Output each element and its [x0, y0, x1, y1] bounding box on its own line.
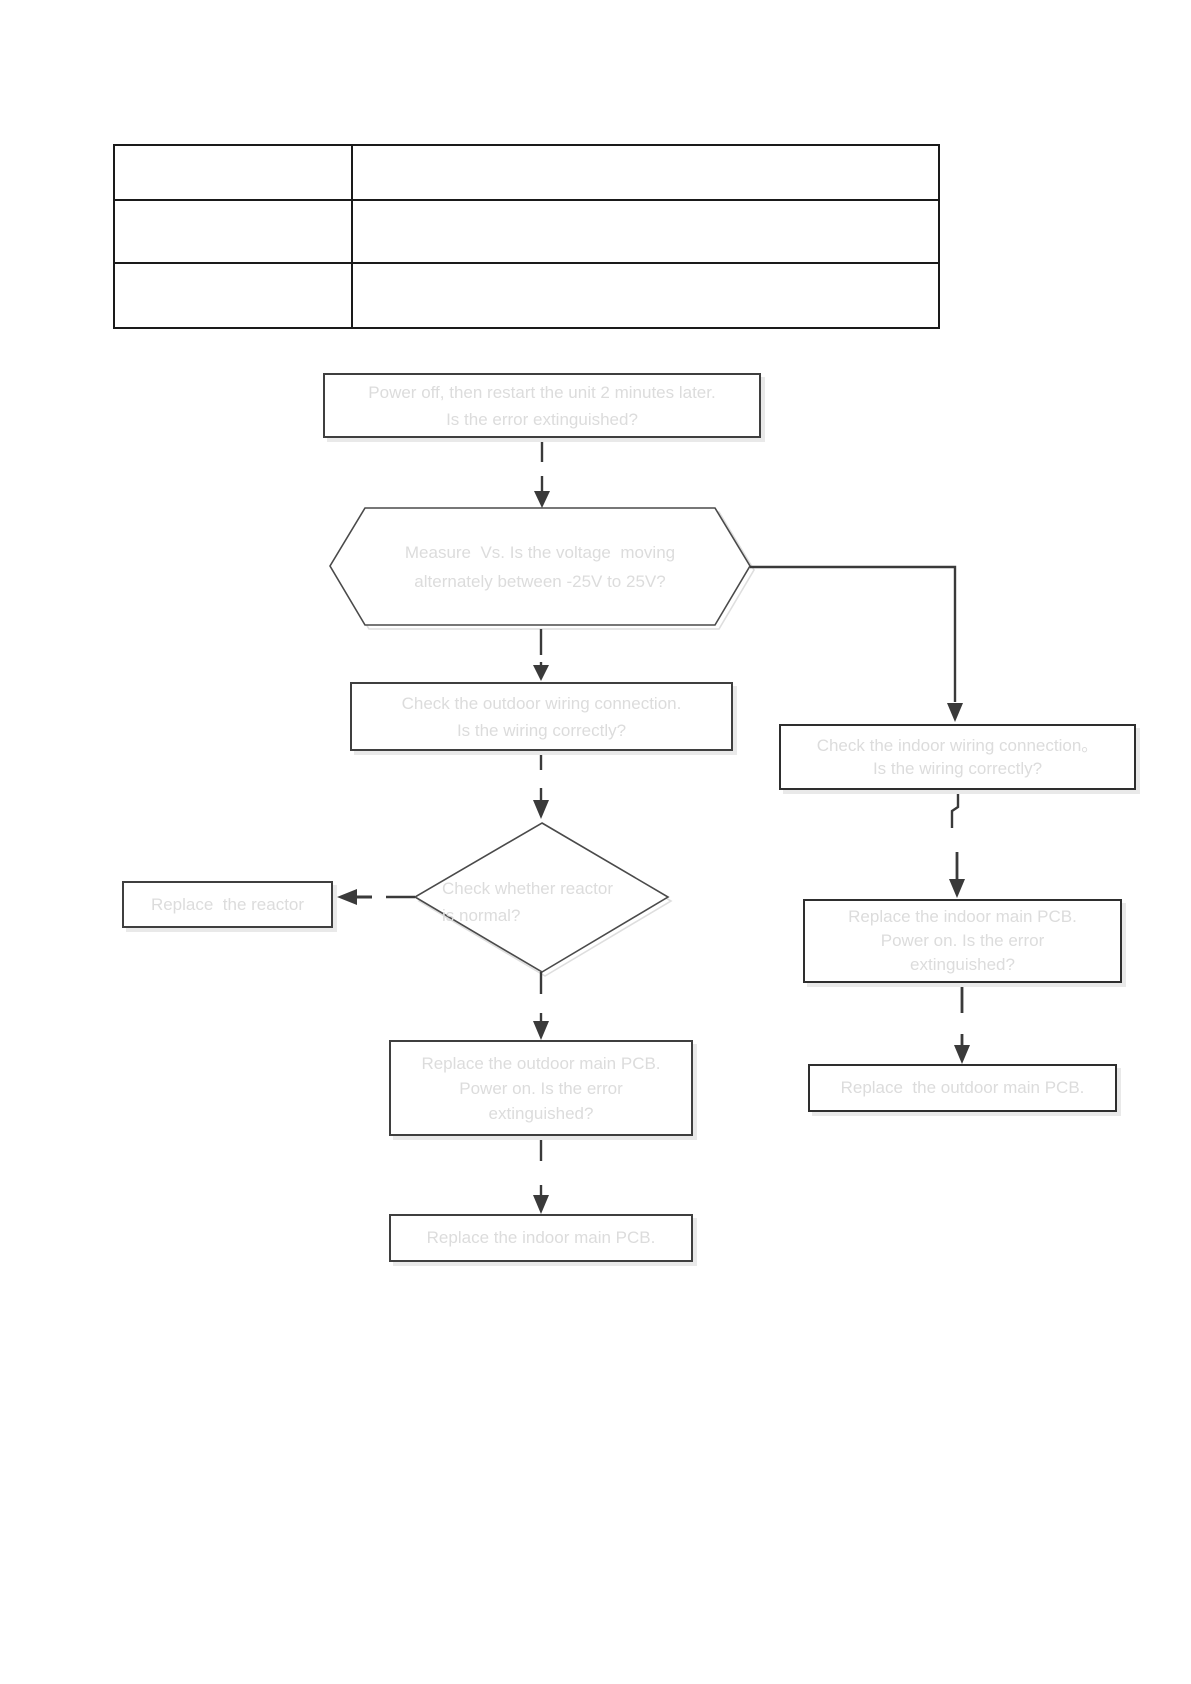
- node-text: alternately between -25V to 25V?: [414, 572, 666, 591]
- node-text: Is the error extinguished?: [446, 409, 638, 429]
- node-text: Check whether reactor: [442, 879, 614, 898]
- node-text: extinguished?: [910, 955, 1015, 974]
- node-text: extinguished?: [488, 1103, 594, 1123]
- table-cell-r3c1: [115, 264, 353, 327]
- node-check-outdoor-wiring: Check the outdoor wiring connection. Is …: [350, 682, 733, 751]
- info-table: [113, 144, 940, 329]
- table-cell-r1c1: [115, 146, 353, 201]
- node-text: Measure Vs. Is the voltage moving: [404, 543, 676, 562]
- arrow-indoor-to-replace-indoor-right: [950, 790, 960, 828]
- node-check-indoor-wiring: Check the indoor wiring connection。 Is t…: [779, 724, 1136, 790]
- node-text: Is the wiring correctly?: [872, 759, 1043, 778]
- arrow-measure-to-indoor: [750, 565, 957, 702]
- node-text: Replace the indoor main PCB.: [426, 1228, 656, 1247]
- hexagon-shape: [329, 507, 755, 630]
- node-power-off-restart: Power off, then restart the unit 2 minut…: [323, 373, 761, 438]
- node-replace-reactor: Replace the reactor: [122, 881, 333, 928]
- node-measure-voltage: Measure Vs. Is the voltage moving altern…: [334, 536, 746, 598]
- node-check-reactor: Check whether reactor is normal?: [442, 874, 652, 930]
- node-text: is normal?: [442, 906, 521, 925]
- node-text: Replace the outdoor main PCB.: [421, 1053, 661, 1073]
- node-text: Check the outdoor wiring connection.: [401, 693, 682, 713]
- node-text: Power off, then restart the unit 2 minut…: [368, 382, 716, 402]
- table-cell-r2c2: [353, 201, 938, 264]
- node-text: Replace the indoor main PCB.: [848, 907, 1077, 926]
- arrows: [337, 438, 970, 1214]
- node-text: Power on. Is the error: [880, 931, 1045, 950]
- table-cell-r2c1: [115, 201, 353, 264]
- node-text: Replace the outdoor main PCB.: [840, 1078, 1085, 1097]
- node-text: Power on. Is the error: [459, 1078, 623, 1098]
- node-replace-indoor-pcb-final: Replace the indoor main PCB.: [389, 1214, 693, 1262]
- node-replace-indoor-pcb-right: Replace the indoor main PCB. Power on. I…: [803, 899, 1122, 983]
- node-text: Is the wiring correctly?: [456, 720, 627, 740]
- node-text: Check the indoor wiring connection。: [816, 736, 1099, 755]
- node-replace-outdoor-pcb-center: Replace the outdoor main PCB. Power on. …: [389, 1040, 693, 1136]
- node-replace-outdoor-pcb-right: Replace the outdoor main PCB.: [808, 1064, 1117, 1112]
- node-text: Replace the reactor: [150, 894, 305, 914]
- table-cell-r1c2: [353, 146, 938, 201]
